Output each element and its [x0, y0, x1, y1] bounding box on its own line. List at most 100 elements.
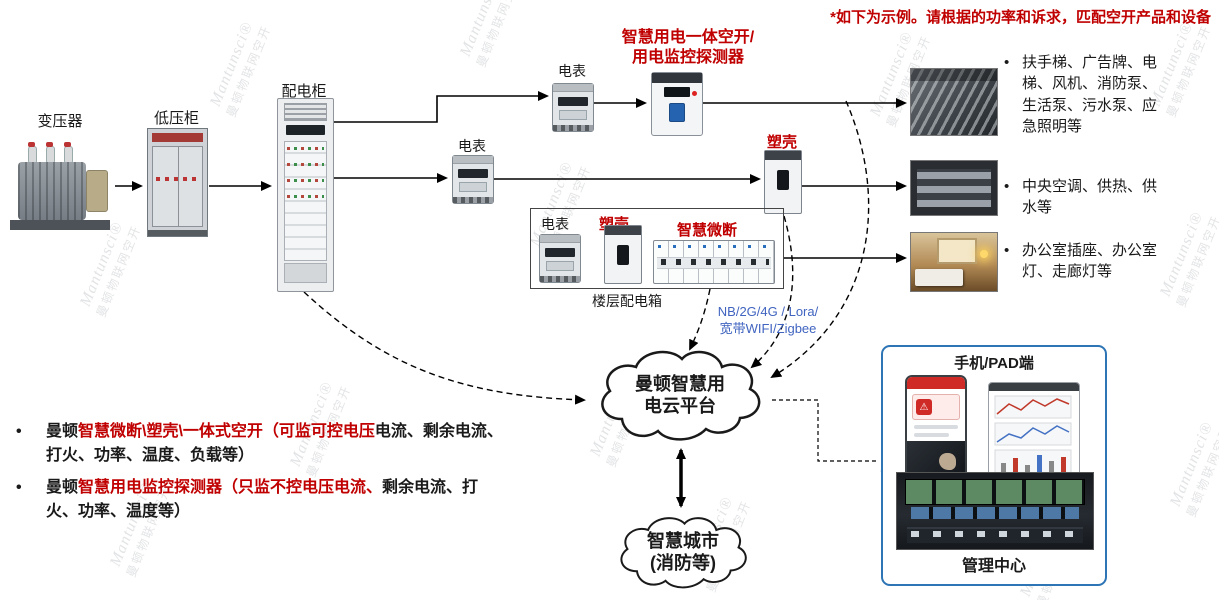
legend-item-1: • 曼顿智慧微断\塑壳\一体式空开（可监可控电压电流、剩余电流、打火、功率、温度… — [16, 420, 516, 468]
breaker-toggle — [669, 103, 685, 122]
breaker-led — [692, 91, 697, 96]
cloud-platform-text: 曼顿智慧用 电云平台 — [635, 374, 725, 416]
charts-image — [994, 395, 1072, 477]
legend-item-2-text: 曼顿智慧用电监控探测器（只监不控电压电流、剩余电流、打火、功率、温度等） — [46, 479, 479, 520]
cabinet-indicator-row — [287, 147, 324, 150]
load-list-bottom: • 办公室插座、办公室灯、走廊灯等 — [1004, 240, 1162, 283]
transformer-label: 变压器 — [37, 113, 83, 130]
office-room-photo — [910, 232, 998, 292]
meter-top-image — [552, 83, 594, 132]
management-panel: 手机/PAD端 ⚠ — [881, 345, 1107, 586]
escalator-handrail — [911, 69, 997, 81]
escalator-photo — [910, 68, 998, 136]
breaker-rocker — [777, 170, 789, 190]
cloud-city-text: 智慧城市 (消防等) — [647, 531, 719, 573]
cabinet-indicator-row — [287, 163, 324, 166]
legend: • 曼顿智慧微断\塑壳\一体式空开（可监可控电压电流、剩余电流、打火、功率、温度… — [16, 420, 516, 524]
meter-lcd — [458, 169, 488, 178]
iot-breaker-title: 智慧用电一体空开/ 用电监控探测器 — [621, 29, 755, 66]
bullet: • — [16, 423, 22, 440]
load-list-top: • 扶手梯、广告牌、电梯、风机、消防泵、生活泵、污水泵、应急照明等 — [1004, 52, 1162, 137]
panel-title: 手机/PAD端 — [954, 355, 1034, 372]
floor-distribution-box: 电表 塑壳 智慧微断 — [530, 208, 784, 289]
iot-breaker-image — [651, 72, 703, 136]
transformer-body — [18, 162, 86, 220]
meter-mid-label: 电表 — [458, 138, 486, 154]
transformer-tank — [86, 170, 108, 212]
pad-charts-screenshot — [988, 382, 1080, 484]
meter-lcd — [558, 97, 588, 106]
breaker-top-band — [765, 151, 801, 160]
meter-terminals — [453, 197, 493, 203]
transformer-base — [10, 220, 110, 230]
dist-cabinet-image — [277, 98, 334, 292]
panel-footer: 管理中心 — [961, 558, 1026, 575]
micro-breaker-label: 智慧微断 — [677, 222, 738, 239]
room-window — [936, 237, 977, 264]
load-list-bottom-text: 办公室插座、办公室灯、走廊灯等 — [1022, 242, 1158, 281]
load-list-mid-text: 中央空调、供热、供水等 — [1022, 178, 1158, 217]
cabinet-display — [286, 125, 325, 135]
meter-terminals — [540, 276, 580, 282]
lv-cabinet-label: 低压柜 — [153, 110, 199, 127]
molded-case-floor-image — [604, 225, 642, 284]
molded-case-mid-image — [764, 150, 802, 214]
cabinet-indicator-row — [287, 179, 324, 182]
micro-breaker-strip-image — [653, 240, 775, 284]
video-wall — [905, 479, 1085, 505]
cabinet-indicator-row — [287, 195, 324, 198]
escalator-steps — [911, 69, 997, 135]
watermark: Mantunsci®曼顿物联网空开 — [1166, 419, 1219, 520]
load-list-top-text: 扶手梯、广告牌、电梯、风机、消防泵、生活泵、污水泵、应急照明等 — [1022, 54, 1158, 135]
lv-cabinet-doors — [152, 146, 203, 227]
meter-panel — [559, 110, 587, 120]
cabinet-lower-panel — [284, 263, 327, 283]
load-list-mid: • 中央空调、供热、供水等 — [1004, 176, 1162, 219]
lv-cabinet-indicators — [156, 177, 199, 181]
control-room-photo — [896, 472, 1094, 550]
lv-cabinet-image — [147, 128, 208, 237]
meter-top-label: 电表 — [558, 63, 586, 79]
transformer-image — [8, 138, 112, 230]
cloud-city: 智慧城市 (消防等) — [610, 510, 756, 596]
list-line — [914, 425, 958, 429]
molded-case-mid-label: 塑壳 — [766, 134, 797, 151]
phone-app-screenshot: ⚠ — [905, 375, 967, 485]
meter-cap — [453, 156, 493, 164]
breaker-rocker — [617, 245, 629, 265]
list-line — [914, 433, 949, 437]
dist-cabinet-label: 配电柜 — [281, 83, 327, 100]
video-wall-row2 — [911, 507, 1079, 519]
disclaimer-note: *如下为示例。请根据的功率和诉求，匹配空开产品和设备 — [830, 9, 1211, 26]
cabinet-vent — [284, 103, 327, 121]
meter-terminals — [553, 125, 593, 131]
meter-lcd — [545, 248, 575, 257]
cloud-platform: 曼顿智慧用 电云平台 — [588, 345, 772, 447]
comm-protocols: NB/2G/4G / Lora/ 宽带WIFI/Zigbee — [717, 304, 819, 336]
meter-floor-label: 电表 — [541, 216, 569, 232]
app-header — [907, 377, 965, 389]
pad-header — [989, 383, 1079, 391]
floor-box-label: 楼层配电箱 — [592, 293, 662, 309]
bullet: • — [1004, 54, 1010, 71]
meter-floor-image — [539, 234, 581, 283]
operator-desks — [907, 527, 1083, 543]
bullet: • — [16, 479, 22, 496]
room-lamp — [980, 250, 989, 259]
breaker-top-band — [652, 73, 702, 83]
cloud-shape — [601, 350, 761, 441]
watermark: Mantunsci®曼顿物联网空开 — [456, 0, 524, 70]
room-bed — [915, 268, 963, 287]
meter-panel — [459, 182, 487, 192]
breaker-display — [664, 87, 690, 97]
strip-leds — [658, 245, 770, 248]
breaker-top-band — [605, 226, 641, 235]
meter-mid-image — [452, 155, 494, 204]
cloud-shape — [620, 517, 747, 589]
hand-image — [939, 453, 956, 470]
strip-toggles — [661, 259, 769, 265]
meter-cap — [553, 84, 593, 92]
alert-card: ⚠ — [912, 394, 960, 420]
cabinet-breaker-rows — [284, 141, 327, 261]
legend-item-2: • 曼顿智慧用电监控探测器（只监不控电压电流、剩余电流、打火、功率、温度等） — [16, 476, 516, 524]
